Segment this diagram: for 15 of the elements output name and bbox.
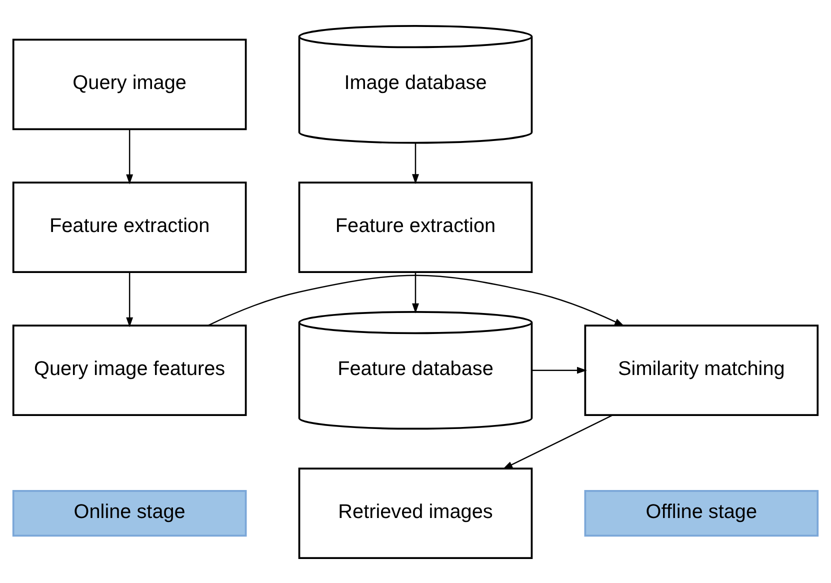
arrow [412, 272, 419, 313]
node-box: Query image features [12, 324, 247, 416]
node-box: Similarity matching [584, 324, 819, 416]
node-box: Feature extraction [298, 181, 533, 273]
arrow [126, 272, 134, 327]
node-box: Retrieved images [298, 467, 533, 558]
arrow [532, 366, 587, 374]
node-box: Online stage [12, 489, 247, 536]
arrow [412, 142, 419, 184]
arrow [502, 414, 613, 469]
node-box: Offline stage [584, 489, 819, 536]
node-box: Query image [12, 38, 247, 130]
arrow [208, 274, 624, 326]
arrow [126, 128, 134, 184]
node-box: Feature extraction [12, 181, 247, 273]
